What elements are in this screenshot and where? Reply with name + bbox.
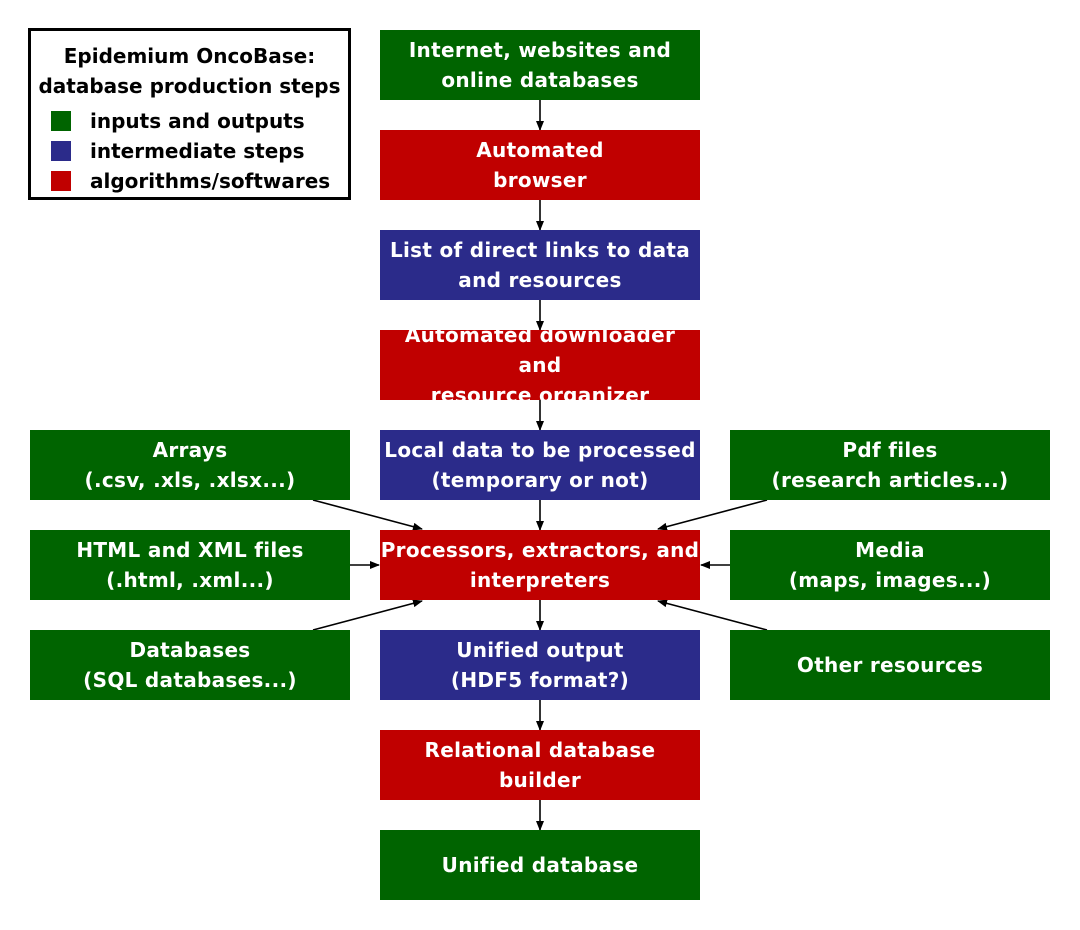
- node-links-line2: and resources: [458, 268, 622, 292]
- legend-item-label: algorithms/softwares: [90, 169, 331, 193]
- node-processors-line2: interpreters: [469, 568, 611, 592]
- node-other-line1: Other resources: [796, 653, 984, 677]
- legend-swatch-green: [51, 111, 71, 131]
- legend-item-label: intermediate steps: [90, 139, 305, 163]
- node-browser-line1: Automated: [476, 138, 604, 162]
- legend-title-line2: database production steps: [38, 74, 341, 98]
- node-automated-browser: Automated browser: [380, 130, 700, 200]
- node-local-data: Local data to be processed (temporary or…: [380, 430, 700, 500]
- legend-item-intermediate-steps: intermediate steps: [51, 139, 305, 163]
- node-pdf-line1: Pdf files: [842, 438, 938, 462]
- node-internet-line1: Internet, websites and: [408, 38, 672, 62]
- node-unified-db-line1: Unified database: [441, 853, 639, 877]
- node-unified-output: Unified output (HDF5 format?): [380, 630, 700, 700]
- arrow-other-to-processors: [657, 599, 768, 631]
- legend-swatch-red: [51, 171, 71, 191]
- node-html-xml-line1: HTML and XML files: [76, 538, 304, 562]
- legend-swatch-blue: [51, 141, 71, 161]
- node-direct-links-list: List of direct links to data and resourc…: [380, 230, 700, 300]
- node-processors: Processors, extractors, and interpreters: [380, 530, 700, 600]
- node-internet: Internet, websites and online databases: [380, 30, 700, 100]
- node-relational-db-builder: Relational database builder: [380, 730, 700, 800]
- node-html-xml-files: HTML and XML files (.html, .xml...): [30, 530, 350, 600]
- arrow-arrays-to-processors: [312, 499, 423, 531]
- legend: Epidemium OncoBase: database production …: [28, 28, 351, 200]
- node-internet-line2: online databases: [441, 68, 639, 92]
- node-databases-line1: Databases: [129, 638, 251, 662]
- arrow-databases-to-processors: [312, 599, 423, 631]
- node-unified-output-line1: Unified output: [456, 638, 624, 662]
- node-downloader-line1: Automated downloader and: [404, 323, 676, 377]
- arrow-pdf-to-processors: [657, 499, 768, 531]
- node-links-line1: List of direct links to data: [389, 238, 691, 262]
- node-databases: Databases (SQL databases...): [30, 630, 350, 700]
- node-arrays-line1: Arrays: [152, 438, 228, 462]
- legend-title-line1: Epidemium OncoBase:: [63, 44, 316, 68]
- node-html-xml-line2: (.html, .xml...): [106, 568, 274, 592]
- node-unified-output-line2: (HDF5 format?): [450, 668, 630, 692]
- node-media-line2: (maps, images...): [788, 568, 992, 592]
- node-processors-line1: Processors, extractors, and: [380, 538, 700, 562]
- legend-title: Epidemium OncoBase: database production …: [31, 41, 348, 101]
- node-downloader-line2: resource organizer: [430, 383, 650, 407]
- node-media: Media (maps, images...): [730, 530, 1050, 600]
- node-media-line1: Media: [855, 538, 925, 562]
- node-arrays-line2: (.csv, .xls, .xlsx...): [84, 468, 296, 492]
- node-local-line1: Local data to be processed: [384, 438, 696, 462]
- legend-item-algorithms-softwares: algorithms/softwares: [51, 169, 330, 193]
- legend-item-inputs-outputs: inputs and outputs: [51, 109, 305, 133]
- node-unified-database: Unified database: [380, 830, 700, 900]
- node-other-resources: Other resources: [730, 630, 1050, 700]
- node-arrays: Arrays (.csv, .xls, .xlsx...): [30, 430, 350, 500]
- legend-item-label: inputs and outputs: [90, 109, 305, 133]
- node-automated-downloader: Automated downloader and resource organi…: [380, 323, 700, 407]
- node-pdf-files: Pdf files (research articles...): [730, 430, 1050, 500]
- node-browser-line2: browser: [493, 168, 587, 192]
- node-local-line2: (temporary or not): [431, 468, 649, 492]
- node-pdf-line2: (research articles...): [771, 468, 1009, 492]
- node-db-builder-line1: Relational database builder: [424, 738, 656, 792]
- node-databases-line2: (SQL databases...): [83, 668, 297, 692]
